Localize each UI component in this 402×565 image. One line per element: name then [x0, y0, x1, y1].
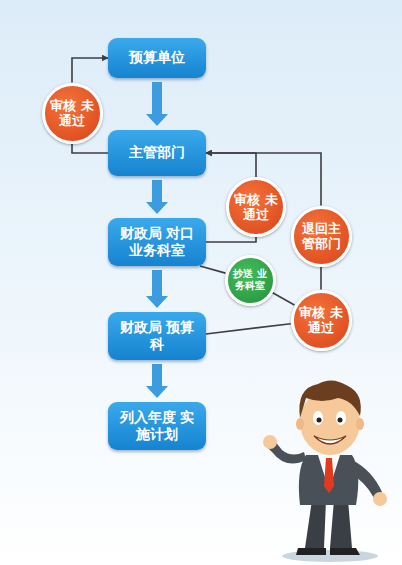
return-line [206, 237, 256, 242]
return-line [206, 324, 291, 334]
node-label: 主管部门 [129, 144, 185, 162]
return-line [206, 153, 256, 177]
process-box: 财政局 预算科 [108, 312, 206, 360]
process-box: 列入年度 实施计划 [108, 402, 206, 450]
flow-arrow [146, 364, 168, 398]
return-line [72, 144, 108, 154]
node-label: 退回主 管部门 [296, 221, 347, 251]
flow-arrow [146, 82, 168, 126]
node-label: 审核 未通过 [296, 305, 347, 335]
reject-circle: 审核 未通过 [226, 177, 286, 237]
process-box: 预算单位 [108, 38, 206, 78]
reject-circle: 审核 未通过 [42, 83, 103, 144]
node-label: 审核 未通过 [231, 192, 281, 222]
reject-circle: 退回主 管部门 [291, 206, 352, 267]
return-line [272, 293, 294, 306]
flow-arrow [146, 270, 168, 308]
reject-circle: 审核 未通过 [291, 290, 352, 351]
node-label: 预算单位 [129, 49, 185, 67]
node-label: 抄送 业务科室 [230, 268, 271, 292]
flow-arrow [146, 180, 168, 214]
return-line [200, 266, 225, 273]
node-label: 财政局 预算科 [114, 319, 200, 354]
process-box: 主管部门 [108, 130, 206, 176]
node-label: 列入年度 实施计划 [114, 409, 200, 444]
return-line [72, 58, 108, 83]
return-line [320, 267, 322, 290]
copy-circle: 抄送 业务科室 [225, 255, 276, 306]
process-box: 财政局 对口业务科室 [108, 218, 206, 266]
node-label: 财政局 对口业务科室 [114, 225, 200, 260]
cartoon-man-figure [263, 380, 387, 562]
node-label: 审核 未通过 [47, 98, 98, 128]
